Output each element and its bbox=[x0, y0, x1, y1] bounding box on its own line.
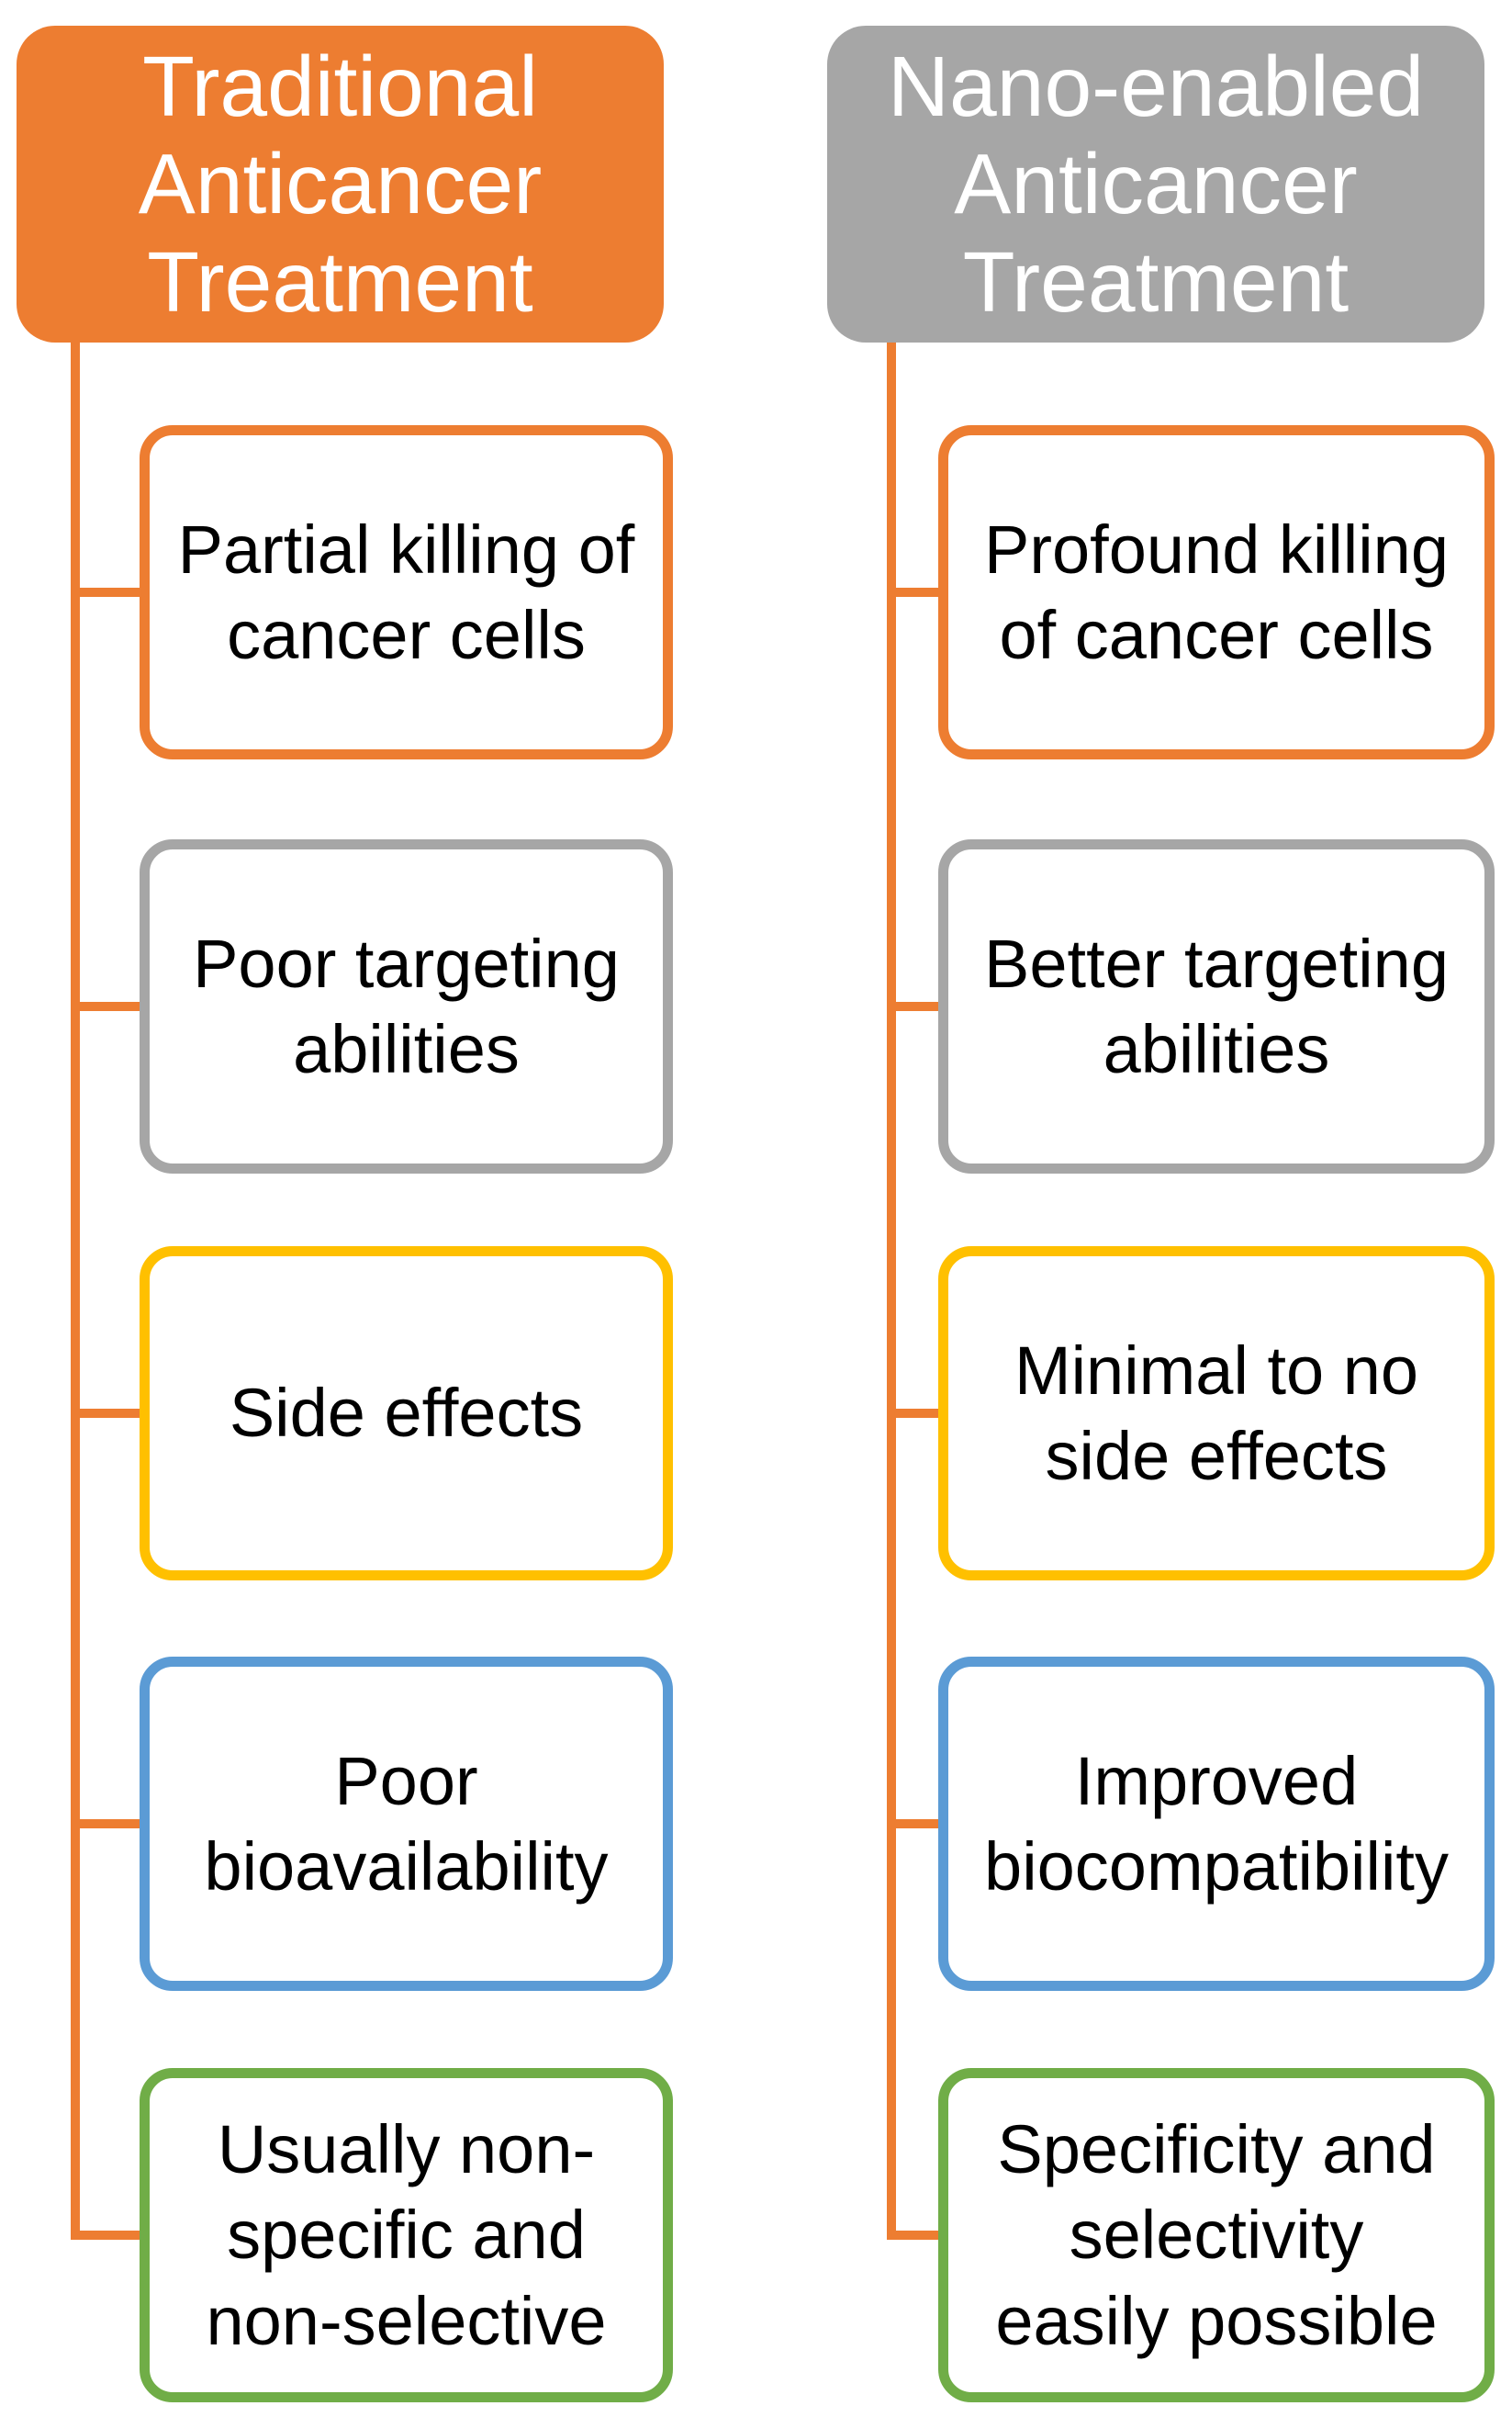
item-poor-bioavailability: Poor bioavailability bbox=[140, 1657, 673, 1991]
header-traditional: Traditional Anticancer Treatment bbox=[17, 26, 664, 343]
connector-vline-nano bbox=[887, 343, 896, 2240]
header-nano-enabled: Nano-enabled Anticancer Treatment bbox=[827, 26, 1484, 343]
item-minimal-side-effects: Minimal to no side effects bbox=[938, 1246, 1495, 1580]
connector-stub bbox=[887, 1002, 945, 1011]
connector-stub bbox=[887, 1819, 945, 1828]
connector-stub bbox=[887, 2231, 945, 2240]
connector-stub bbox=[71, 1002, 146, 1011]
item-non-specific: Usually non- specific and non-selective bbox=[140, 2068, 673, 2402]
connector-stub bbox=[71, 2231, 146, 2240]
connector-stub bbox=[71, 588, 146, 597]
item-specificity-selectivity: Specificity and selectivity easily possi… bbox=[938, 2068, 1495, 2402]
item-profound-killing: Profound killing of cancer cells bbox=[938, 425, 1495, 759]
connector-vline-traditional bbox=[71, 343, 80, 2240]
connector-stub bbox=[887, 1409, 945, 1418]
item-poor-targeting: Poor targeting abilities bbox=[140, 839, 673, 1174]
connector-stub bbox=[71, 1819, 146, 1828]
item-better-targeting: Better targeting abilities bbox=[938, 839, 1495, 1174]
item-improved-biocompatibility: Improved biocompatibility bbox=[938, 1657, 1495, 1991]
connector-stub bbox=[887, 588, 945, 597]
item-partial-killing: Partial killing of cancer cells bbox=[140, 425, 673, 759]
connector-stub bbox=[71, 1409, 146, 1418]
item-side-effects: Side effects bbox=[140, 1246, 673, 1580]
